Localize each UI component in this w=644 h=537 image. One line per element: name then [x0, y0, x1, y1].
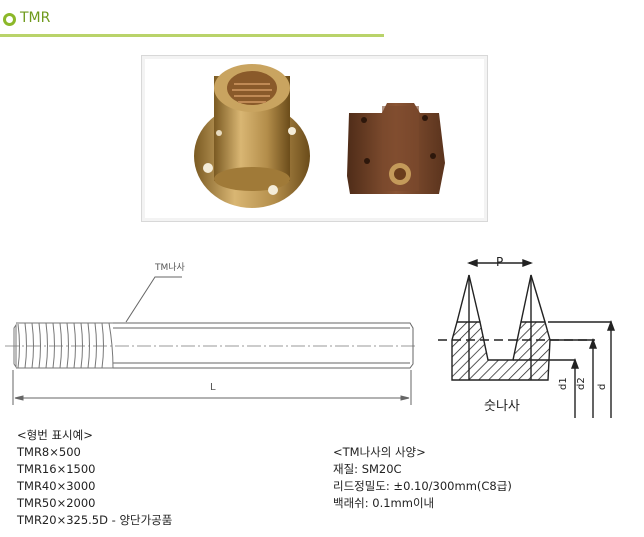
spec-item: 리드정밀도: ±0.10/300mm(C8급) — [333, 479, 512, 493]
spec-item: 재질: SM20C — [333, 462, 402, 476]
d-label: d — [597, 384, 608, 390]
product-photo — [141, 55, 488, 222]
model-example-item: TMR50×2000 — [17, 496, 96, 510]
threaded-section — [13, 322, 114, 369]
d1-label: d1 — [558, 377, 569, 390]
thread-name-label: 숫나사 — [484, 399, 520, 414]
model-example-item: TMR8×500 — [17, 445, 81, 459]
d2-label: d2 — [576, 377, 587, 390]
nut-block-image — [347, 103, 445, 194]
title-divider — [0, 34, 384, 37]
pitch-label: P — [496, 255, 503, 269]
model-examples: <형번 표시예> TMR8×500 TMR16×1500 TMR40×3000 … — [17, 427, 172, 529]
title-bullet-icon — [3, 13, 16, 26]
specs-heading: <TM나사의 사양> — [333, 445, 426, 459]
model-examples-heading: <형번 표시예> — [17, 428, 93, 442]
leader-line — [125, 276, 182, 323]
model-example-item: TMR16×1500 — [17, 462, 96, 476]
model-example-item: TMR40×3000 — [17, 479, 96, 493]
thread-profile-diagram: P 숫나사 d1 d2 d — [438, 255, 616, 418]
section-title: TMR — [20, 10, 51, 26]
length-label: L — [210, 382, 216, 393]
flanged-nut-image — [194, 64, 310, 208]
screw-drawing: TM나사 L — [5, 262, 418, 405]
model-example-item: TMR20×325.5D - 양단가공품 — [17, 513, 173, 527]
spec-item: 백래쉬: 0.1mm이내 — [333, 496, 435, 510]
leader-label: TM나사 — [154, 262, 186, 273]
tm-thread-specs: <TM나사의 사양> 재질: SM20C 리드정밀도: ±0.10/300mm(… — [333, 444, 512, 512]
